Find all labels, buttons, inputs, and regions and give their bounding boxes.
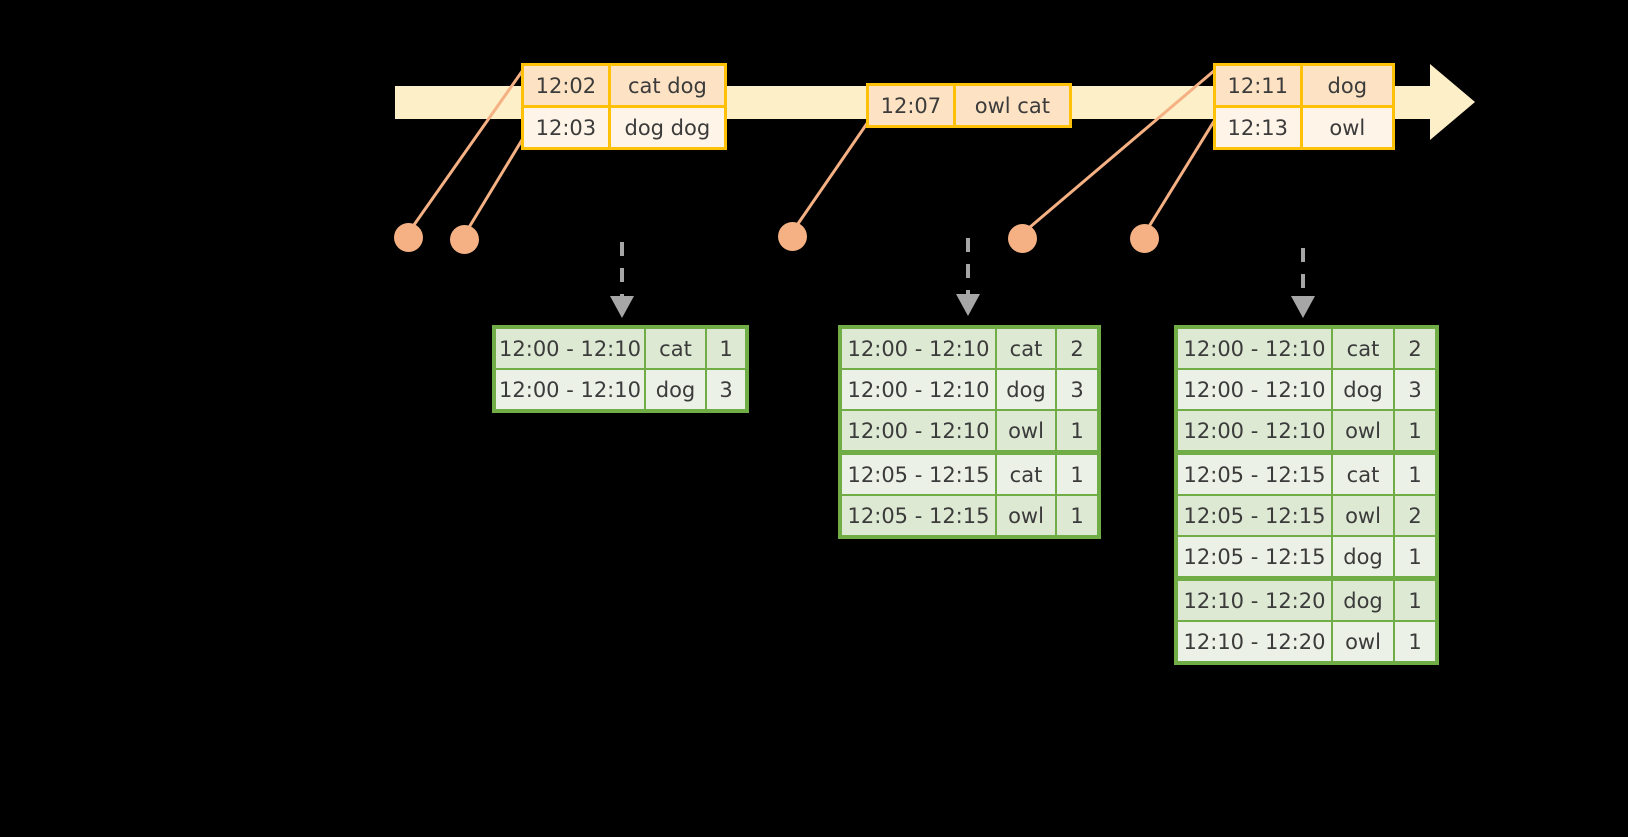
timeline-event-row[interactable]: 12:02 cat dog xyxy=(524,66,724,105)
timeline-event-row[interactable]: 12:11 dog xyxy=(1216,66,1392,105)
cell-key: dog xyxy=(997,370,1057,409)
cell-count: 1 xyxy=(1057,496,1097,535)
event-value: owl xyxy=(1302,108,1392,147)
timeline-event-group-2[interactable]: 12:07 owl cat xyxy=(866,83,1072,128)
cell-window: 12:05 - 12:15 xyxy=(1178,496,1333,535)
cell-window: 12:05 - 12:15 xyxy=(1178,537,1333,576)
cell-count: 1 xyxy=(1395,455,1435,494)
connector-dot xyxy=(394,223,423,252)
cell-count: 1 xyxy=(1057,455,1097,494)
timeline-event-row[interactable]: 12:03 dog dog xyxy=(524,105,724,147)
cell-count: 2 xyxy=(1395,329,1435,368)
event-time: 12:02 xyxy=(524,66,611,105)
cell-key: owl xyxy=(997,411,1057,450)
event-time: 12:11 xyxy=(1216,66,1303,105)
timeline-event-row[interactable]: 12:07 owl cat xyxy=(869,86,1069,125)
cell-count: 3 xyxy=(1395,370,1435,409)
cell-key: owl xyxy=(1333,411,1395,450)
cell-count: 1 xyxy=(707,329,745,368)
cell-count: 1 xyxy=(1395,537,1435,576)
cell-window: 12:00 - 12:10 xyxy=(1178,329,1333,368)
cell-window: 12:00 - 12:10 xyxy=(1178,411,1333,450)
connector-dot xyxy=(450,225,479,254)
cell-count: 2 xyxy=(1395,496,1435,535)
cell-count: 1 xyxy=(1395,622,1435,661)
cell-window: 12:10 - 12:20 xyxy=(1178,581,1333,620)
cell-key: cat xyxy=(997,455,1057,494)
cell-key: dog xyxy=(1333,581,1395,620)
event-value: owl cat xyxy=(955,86,1069,125)
event-time: 12:03 xyxy=(524,108,611,147)
cell-key: dog xyxy=(1333,370,1395,409)
cell-window: 12:05 - 12:15 xyxy=(1178,455,1333,494)
timeline-event-group-1[interactable]: 12:02 cat dog 12:03 dog dog xyxy=(521,63,727,150)
timeline-event-row[interactable]: 12:13 owl xyxy=(1216,105,1392,147)
cell-window: 12:00 - 12:10 xyxy=(1178,370,1333,409)
cell-count: 1 xyxy=(1395,581,1435,620)
event-value: dog xyxy=(1302,66,1392,105)
cell-key: owl xyxy=(1333,622,1395,661)
cell-count: 3 xyxy=(1057,370,1097,409)
cell-window: 12:00 - 12:10 xyxy=(842,370,997,409)
cell-key: cat xyxy=(997,329,1057,368)
event-time: 12:13 xyxy=(1216,108,1303,147)
cell-key: dog xyxy=(646,370,707,409)
event-value: dog dog xyxy=(610,108,724,147)
cell-window: 12:00 - 12:10 xyxy=(842,329,997,368)
connector-dot xyxy=(778,222,807,251)
cell-window: 12:10 - 12:20 xyxy=(1178,622,1333,661)
cell-window: 12:00 - 12:10 xyxy=(842,411,997,450)
cell-key: owl xyxy=(1333,496,1395,535)
timeline-arrowhead-icon xyxy=(1430,64,1475,140)
cell-count: 2 xyxy=(1057,329,1097,368)
cell-window: 12:05 - 12:15 xyxy=(842,455,997,494)
cell-count: 1 xyxy=(1057,411,1097,450)
event-value: cat dog xyxy=(610,66,724,105)
timeline-event-group-3[interactable]: 12:11 dog 12:13 owl xyxy=(1213,63,1395,150)
cell-count: 1 xyxy=(1395,411,1435,450)
event-time: 12:07 xyxy=(869,86,956,125)
cell-key: owl xyxy=(997,496,1057,535)
cell-count: 3 xyxy=(707,370,745,409)
cell-window: 12:00 - 12:10 xyxy=(496,329,646,368)
cell-key: cat xyxy=(1333,455,1395,494)
cell-window: 12:05 - 12:15 xyxy=(842,496,997,535)
cell-key: cat xyxy=(646,329,707,368)
connector-dot xyxy=(1130,224,1159,253)
cell-window: 12:00 - 12:10 xyxy=(496,370,646,409)
cell-key: dog xyxy=(1333,537,1395,576)
cell-key: cat xyxy=(1333,329,1395,368)
connector-dot xyxy=(1008,224,1037,253)
